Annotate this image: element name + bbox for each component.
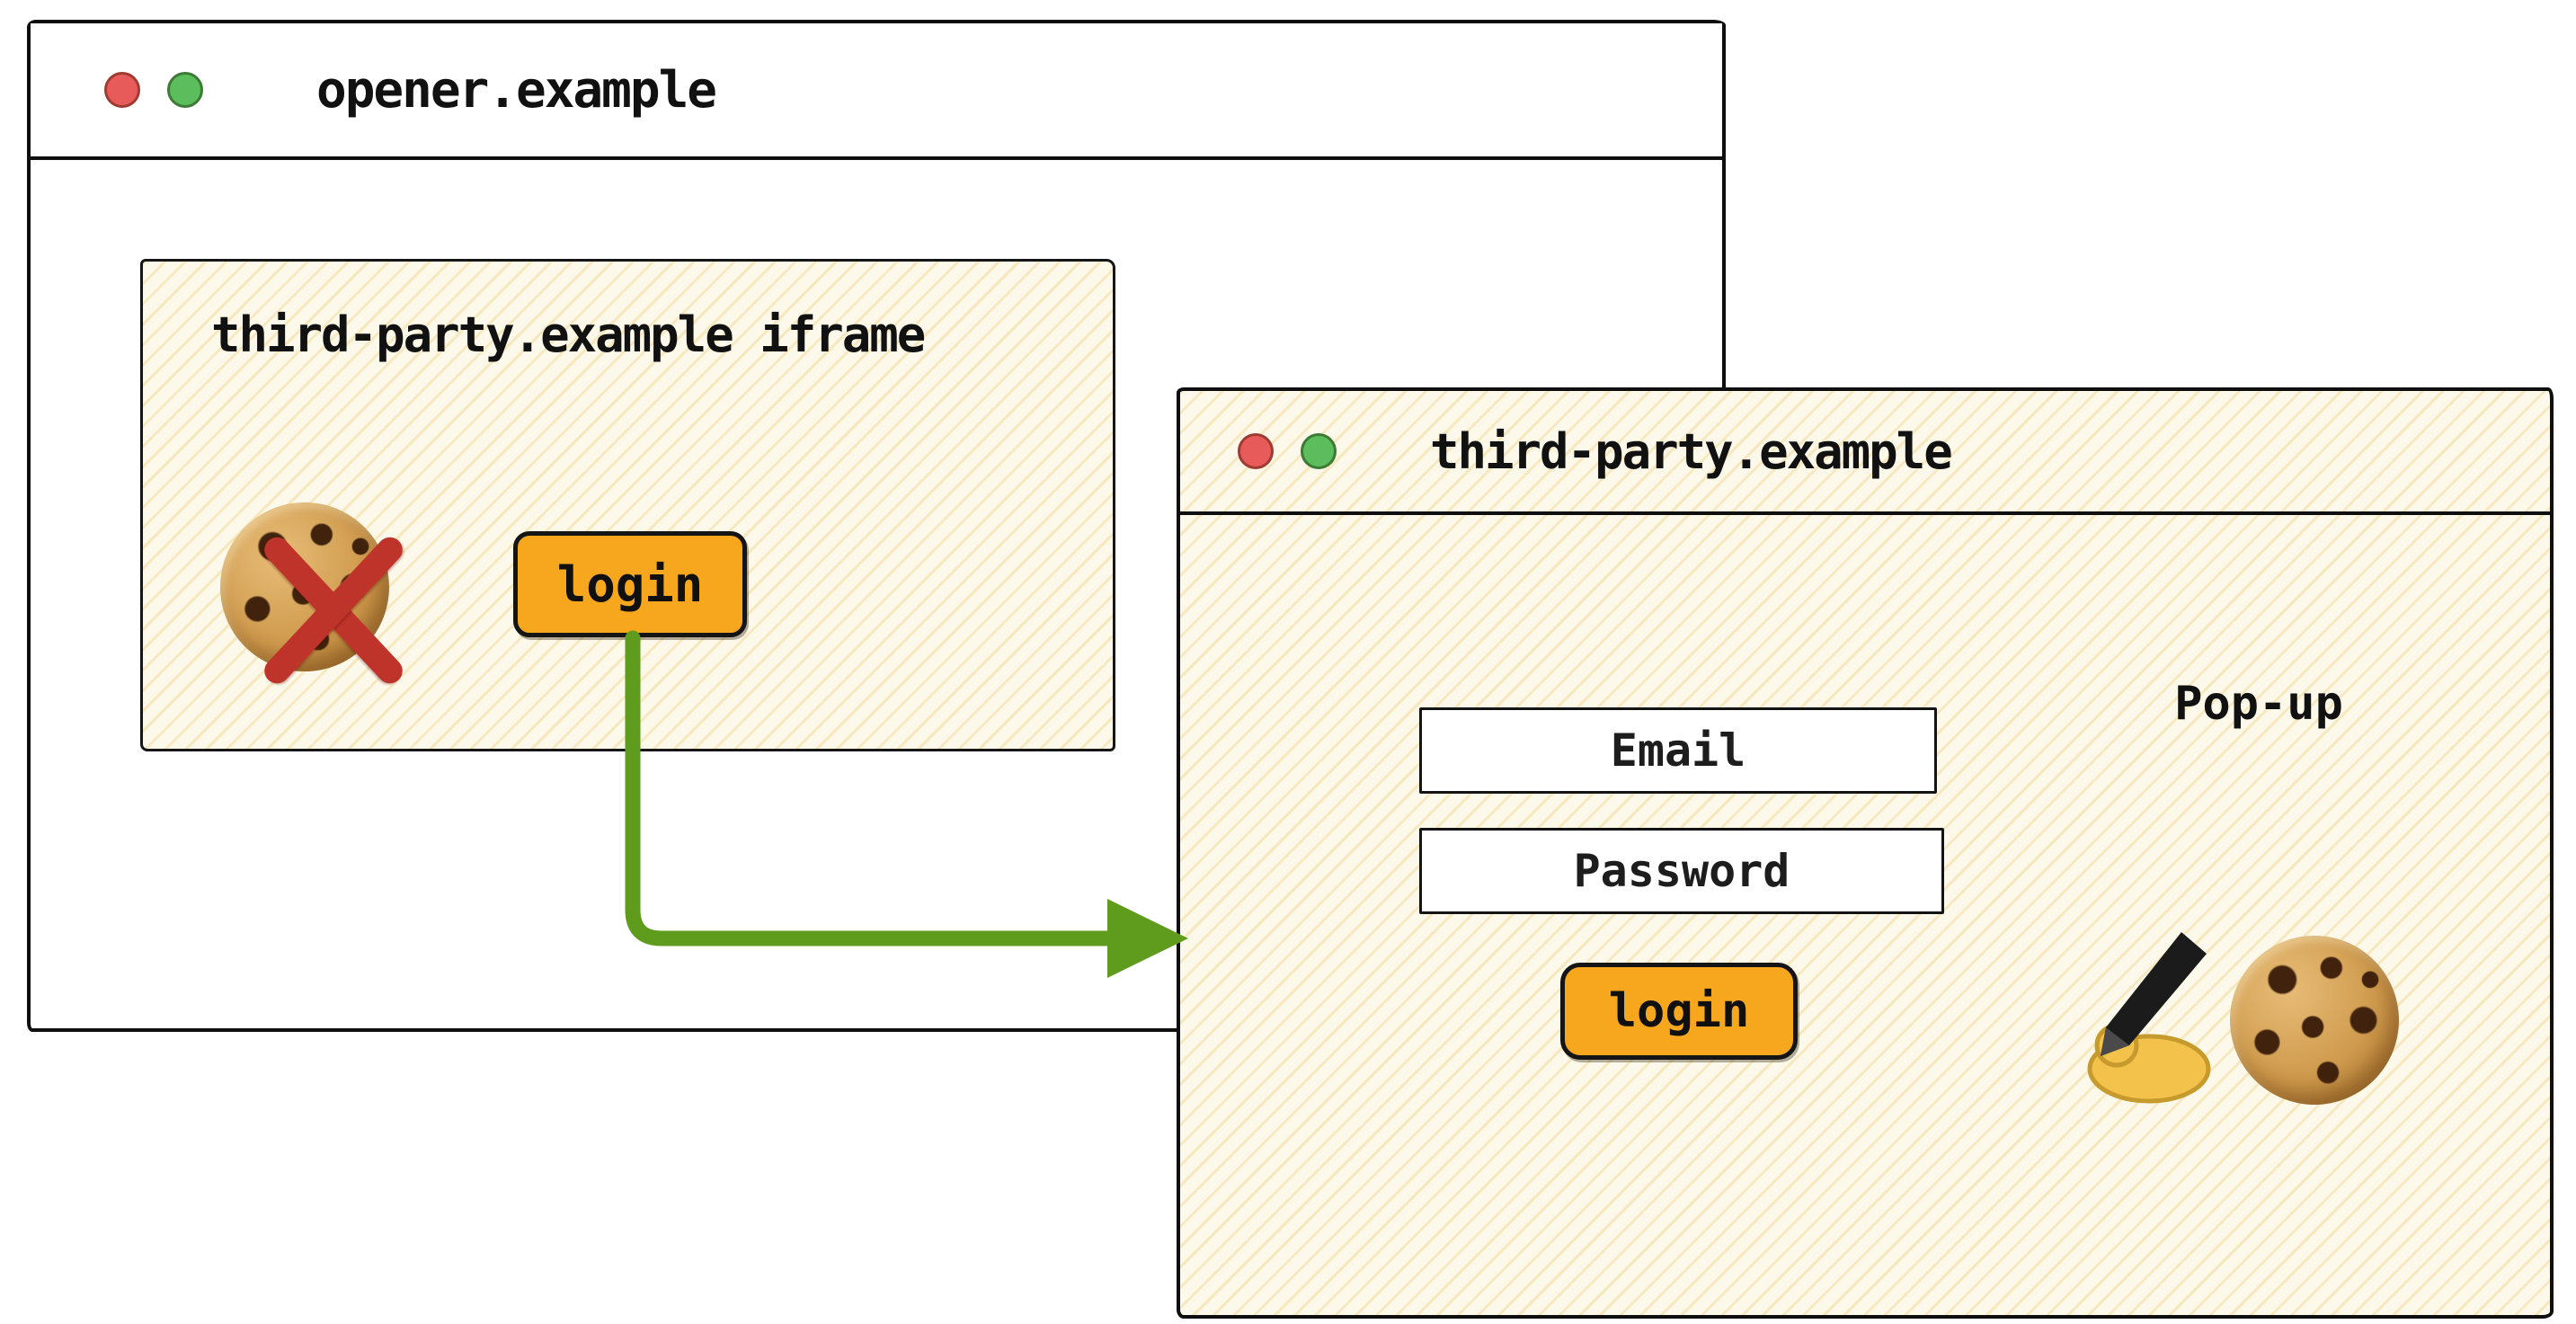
third-party-iframe: third-party.example iframe login: [140, 259, 1115, 751]
cookie-icon: [2230, 936, 2399, 1105]
red-traffic-light-icon[interactable]: [1238, 433, 1274, 469]
opener-window-title: opener.example: [316, 60, 717, 120]
popup-login-button[interactable]: login: [1560, 963, 1798, 1060]
popup-window: third-party.example Pop-up login: [1177, 387, 2554, 1319]
email-field[interactable]: [1419, 707, 1937, 794]
green-traffic-light-icon[interactable]: [1301, 433, 1337, 469]
popup-window-title: third-party.example: [1430, 422, 1953, 480]
popup-titlebar: third-party.example: [1180, 391, 2550, 515]
iframe-title: third-party.example iframe: [211, 307, 926, 363]
red-traffic-light-icon[interactable]: [104, 72, 140, 108]
popup-label: Pop-up: [2174, 677, 2343, 731]
opener-titlebar: opener.example: [31, 23, 1722, 160]
green-traffic-light-icon[interactable]: [167, 72, 203, 108]
red-x-icon: [244, 520, 423, 700]
password-field[interactable]: [1419, 828, 1944, 914]
iframe-login-button[interactable]: login: [513, 531, 747, 637]
writing-hand-icon: [2087, 932, 2211, 1104]
